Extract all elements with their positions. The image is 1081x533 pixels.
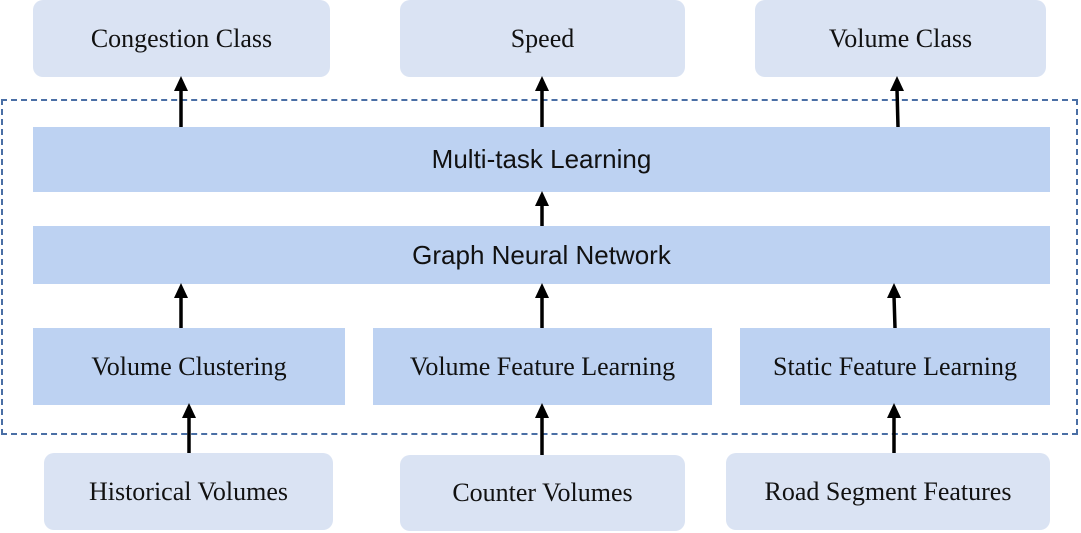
volume-clustering-module: Volume Clustering <box>33 328 345 405</box>
arrow-volume-feature-to-gnn-head <box>535 283 549 298</box>
volume-feature-learning-module: Volume Feature Learning <box>373 328 712 405</box>
output-congestion-class: Congestion Class <box>33 0 330 77</box>
input-road-segment-features: Road Segment Features <box>726 453 1050 530</box>
arrow-static-feature-to-gnn-head <box>887 283 901 298</box>
arrow-gnn-to-multitask-head <box>535 191 549 206</box>
input-counter-volumes: Counter Volumes <box>400 455 685 531</box>
output-volume-class: Volume Class <box>755 0 1046 77</box>
static-feature-learning-module: Static Feature Learning <box>740 328 1050 405</box>
arrow-multitask-to-volume-class-head <box>890 76 904 91</box>
arrow-counter-to-volume-feature-head <box>535 403 549 418</box>
multi-task-learning-layer: Multi-task Learning <box>33 127 1050 192</box>
input-historical-volumes: Historical Volumes <box>44 453 333 530</box>
model-boundary-frame <box>1 99 1078 435</box>
output-speed: Speed <box>400 0 685 77</box>
arrow-road-to-static-feature-head <box>887 403 901 418</box>
graph-neural-network-layer: Graph Neural Network <box>33 226 1050 284</box>
arrow-multitask-to-congestion-head <box>174 76 188 91</box>
arrow-multitask-to-volume-class <box>895 88 900 128</box>
arrow-multitask-to-speed-head <box>535 76 549 91</box>
arrow-static-feature-to-gnn <box>892 295 897 329</box>
arrow-clustering-to-gnn-head <box>174 283 188 298</box>
arrow-historical-to-clustering-head <box>182 403 196 418</box>
